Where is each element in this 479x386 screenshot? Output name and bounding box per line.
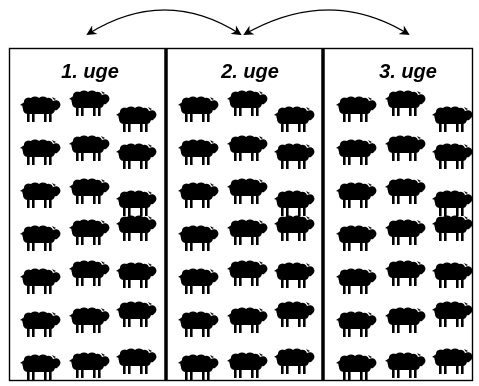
sheep-icon [432,348,473,374]
sheep-icon [227,178,268,204]
sheep-icon [385,178,426,204]
sheep-icon [385,90,426,116]
sheep-icon [385,352,426,378]
sheep-icon [20,225,61,251]
sheep-icon [336,96,377,122]
arrow-week1-week2 [86,9,242,36]
sheep-icon [274,106,315,132]
sheep-icon [227,352,268,378]
sheep-icon [69,178,110,204]
sheep-icon [69,135,110,161]
sheep-icon [227,219,268,245]
sheep-icon [178,225,219,251]
sheep-icon [20,268,61,294]
sheep-icon [227,135,268,161]
sheep-icon [178,268,219,294]
sheep-icon [432,106,473,132]
sheep-icon [274,348,315,374]
sheep-icon [116,262,157,288]
sheep-icon [69,90,110,116]
sheep-icon [20,182,61,208]
sheep-icon [227,307,268,333]
sheep-icon [385,260,426,286]
sheep-icon [432,215,473,241]
sheep-icon [69,352,110,378]
sheep-icon [69,260,110,286]
sheep-icon [385,135,426,161]
pen-week-2 [178,90,315,380]
sheep-icon [432,301,473,327]
sheep-icon [432,143,473,169]
sheep-icon [116,215,157,241]
sheep-icon [69,219,110,245]
sheep-icon [116,190,157,216]
sheep-icon [432,262,473,288]
sheep-icon [336,311,377,337]
week-1-label: 1. uge [61,61,119,83]
sheep-icon [178,354,219,380]
sheep-icon [274,262,315,288]
sheep-icon [20,96,61,122]
sheep-icon [274,215,315,241]
sheep-icon [336,354,377,380]
sheep-icon [116,106,157,132]
sheep-icon [336,139,377,165]
pen-week-3 [336,90,473,380]
sheep-icon [336,225,377,251]
sheep-icon [178,311,219,337]
sheep-icon [385,219,426,245]
sheep-icon [227,90,268,116]
week-3-label: 3. uge [379,61,437,83]
sheep-icon [20,139,61,165]
sheep-icon [274,301,315,327]
sheep-icon [274,190,315,216]
sheep-icon [20,311,61,337]
sheep-icon [116,301,157,327]
sheep-icon [178,96,219,122]
sheep-icon [116,143,157,169]
pen-week-1 [20,90,157,380]
sheep-icon [385,307,426,333]
sheep-icon [178,139,219,165]
sheep-icon [336,182,377,208]
sheep-icon [69,307,110,333]
pens-frame [8,47,474,382]
sheep-icon [432,190,473,216]
sheep-icon [20,354,61,380]
sheep-icon [336,268,377,294]
sheep-icon [227,260,268,286]
arrow-week2-week3 [243,9,410,36]
sheep-icon [178,182,219,208]
week-2-label: 2. uge [220,61,279,83]
sheep-icon [274,143,315,169]
sheep-icon [116,348,157,374]
